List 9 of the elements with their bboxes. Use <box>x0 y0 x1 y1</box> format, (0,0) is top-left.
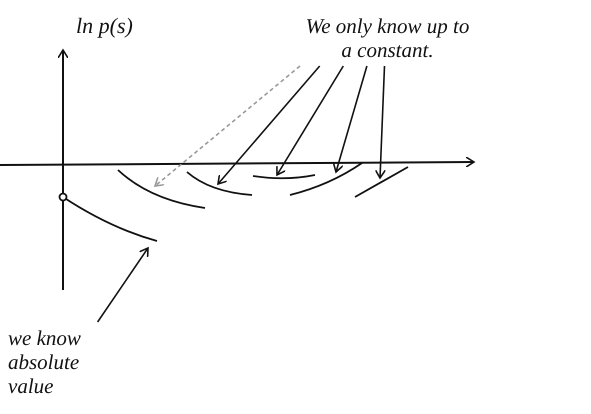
annotation-text: we know absolute value <box>8 326 120 398</box>
arrow <box>332 66 368 173</box>
axis-label: ln p(s) <box>76 14 133 38</box>
arrow <box>96 247 149 322</box>
arrow <box>154 65 301 187</box>
annotation-text: We only know up to a constant. <box>300 14 475 62</box>
arrow <box>374 66 386 179</box>
arrow <box>276 66 344 176</box>
arrow <box>217 65 320 185</box>
